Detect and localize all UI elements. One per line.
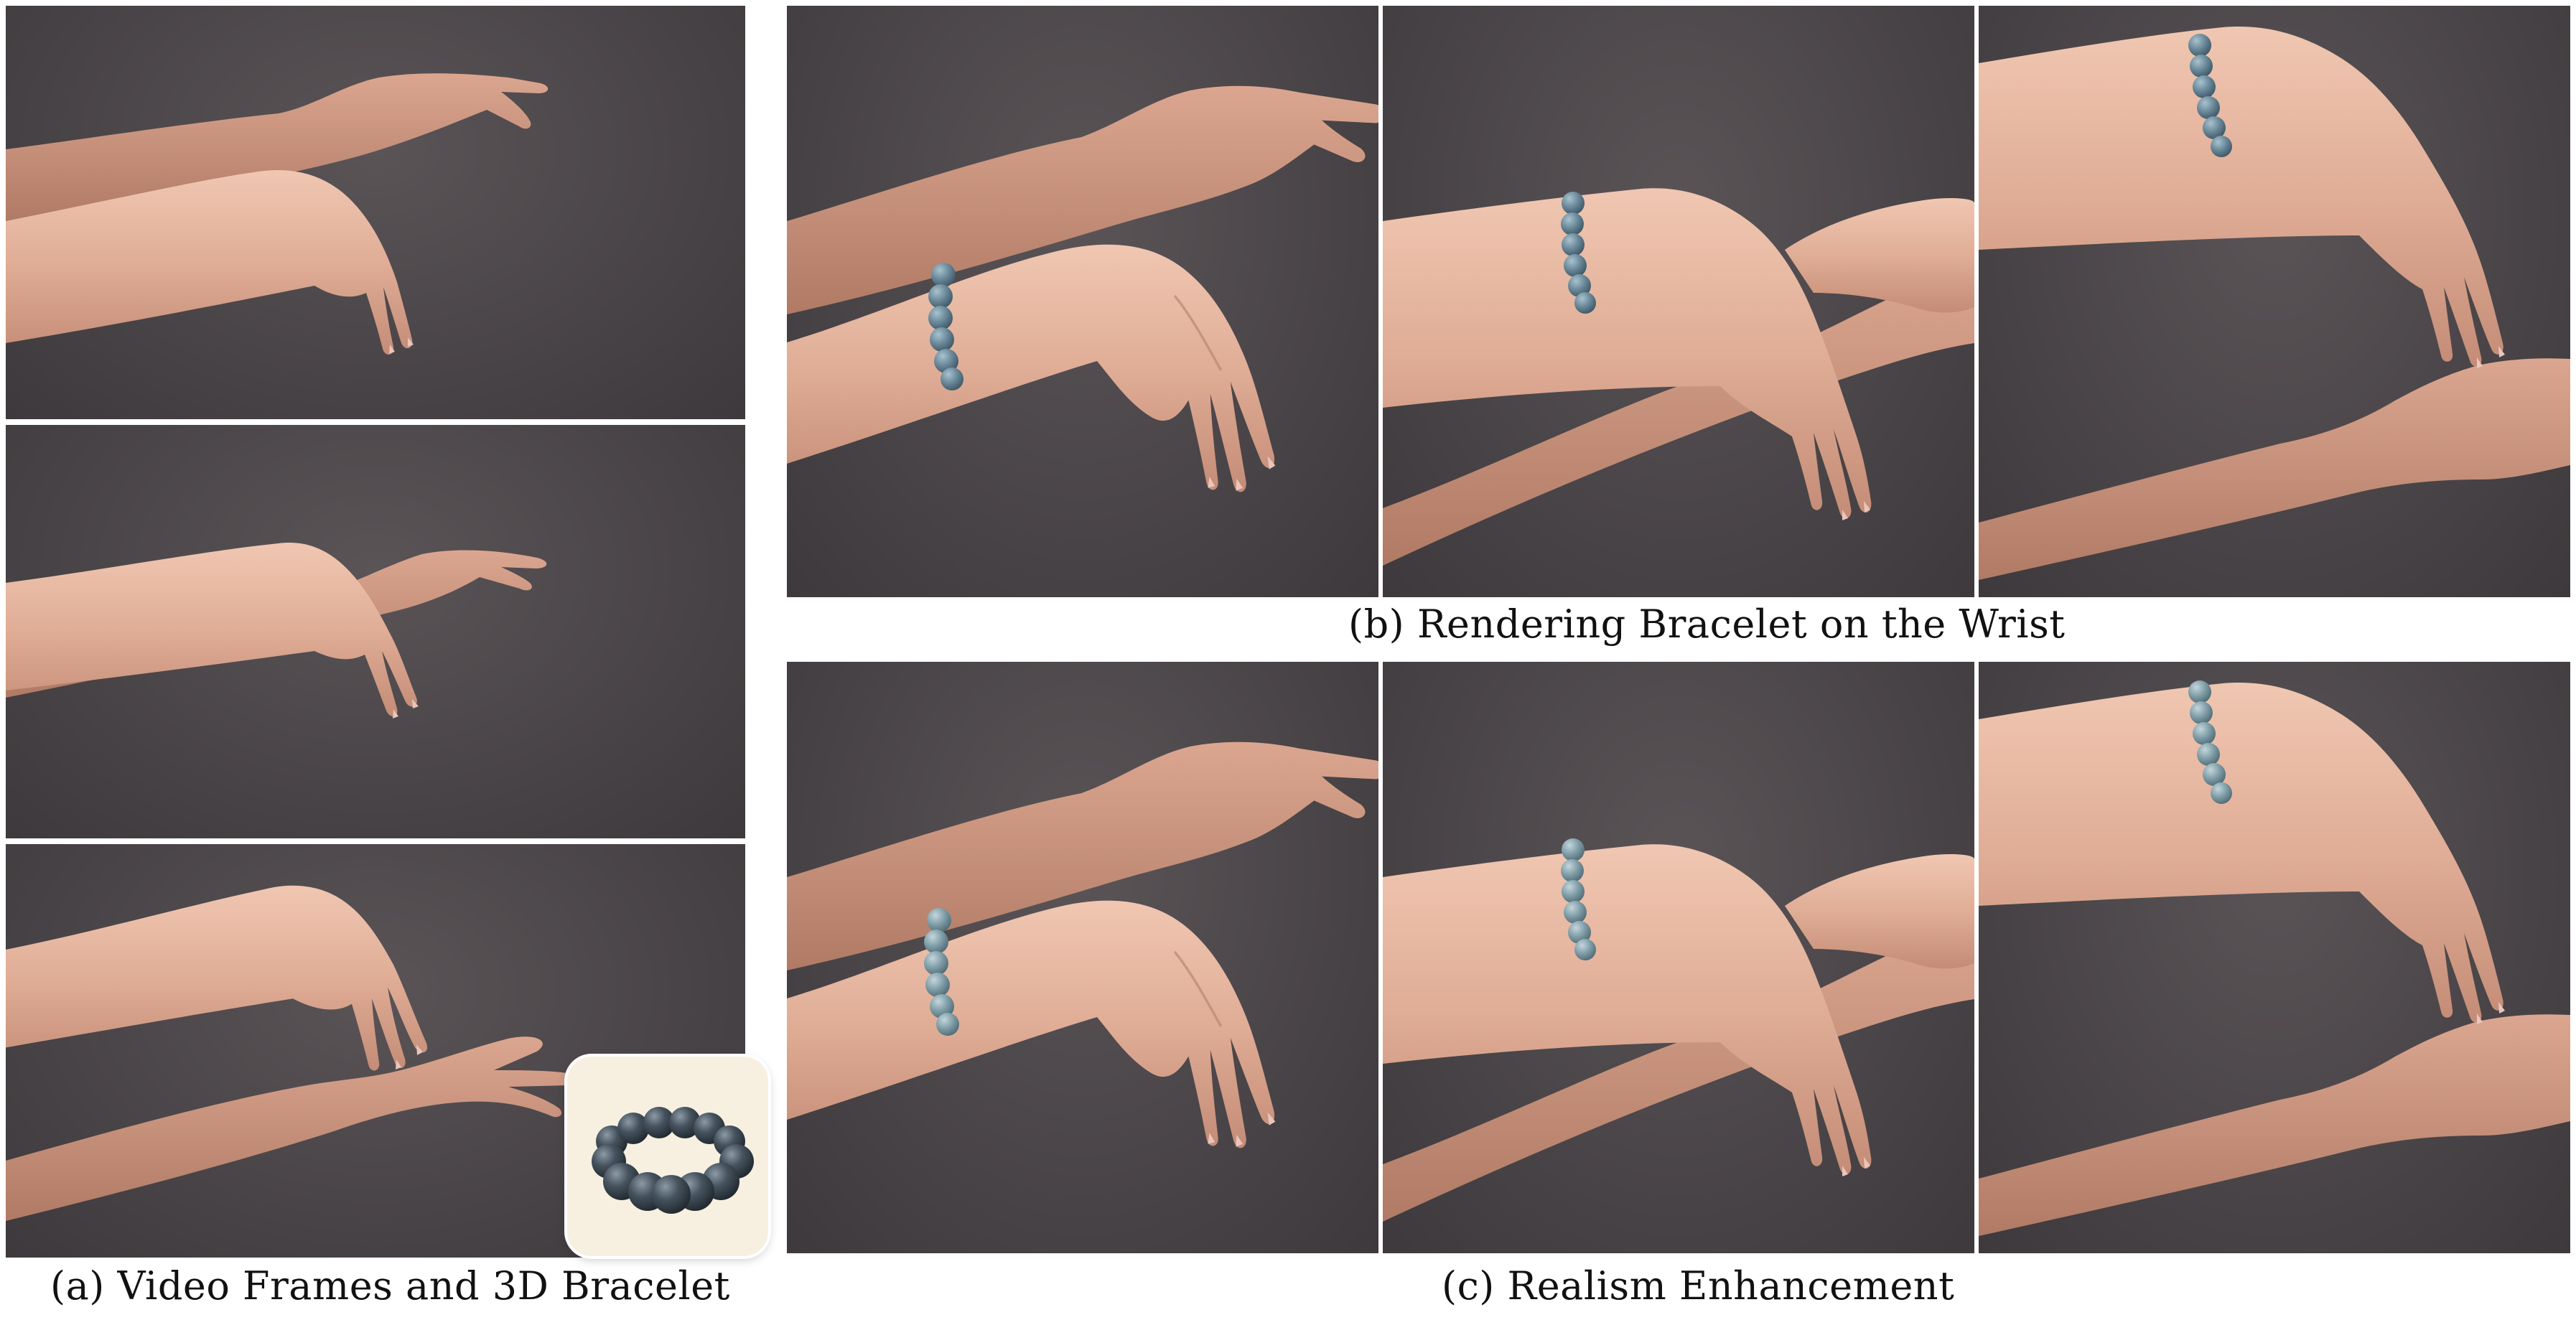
bracelet-3d-model-inset [567,1057,768,1256]
render-panel-1 [787,6,1378,597]
caption-b: (b) Rendering Bracelet on the Wrist [1348,602,2066,647]
enhanced-panel-3 [1979,662,2570,1253]
enhanced-panel-1 [787,662,1378,1253]
render-panel-2 [1383,6,1974,597]
render-panel-3 [1979,6,2570,597]
enhanced-panel-2 [1383,662,1974,1253]
caption-a: (a) Video Frames and 3D Bracelet [50,1263,730,1309]
video-frame-1 [6,6,745,419]
video-frame-2 [6,425,745,838]
caption-c: (c) Realism Enhancement [1442,1263,1955,1309]
